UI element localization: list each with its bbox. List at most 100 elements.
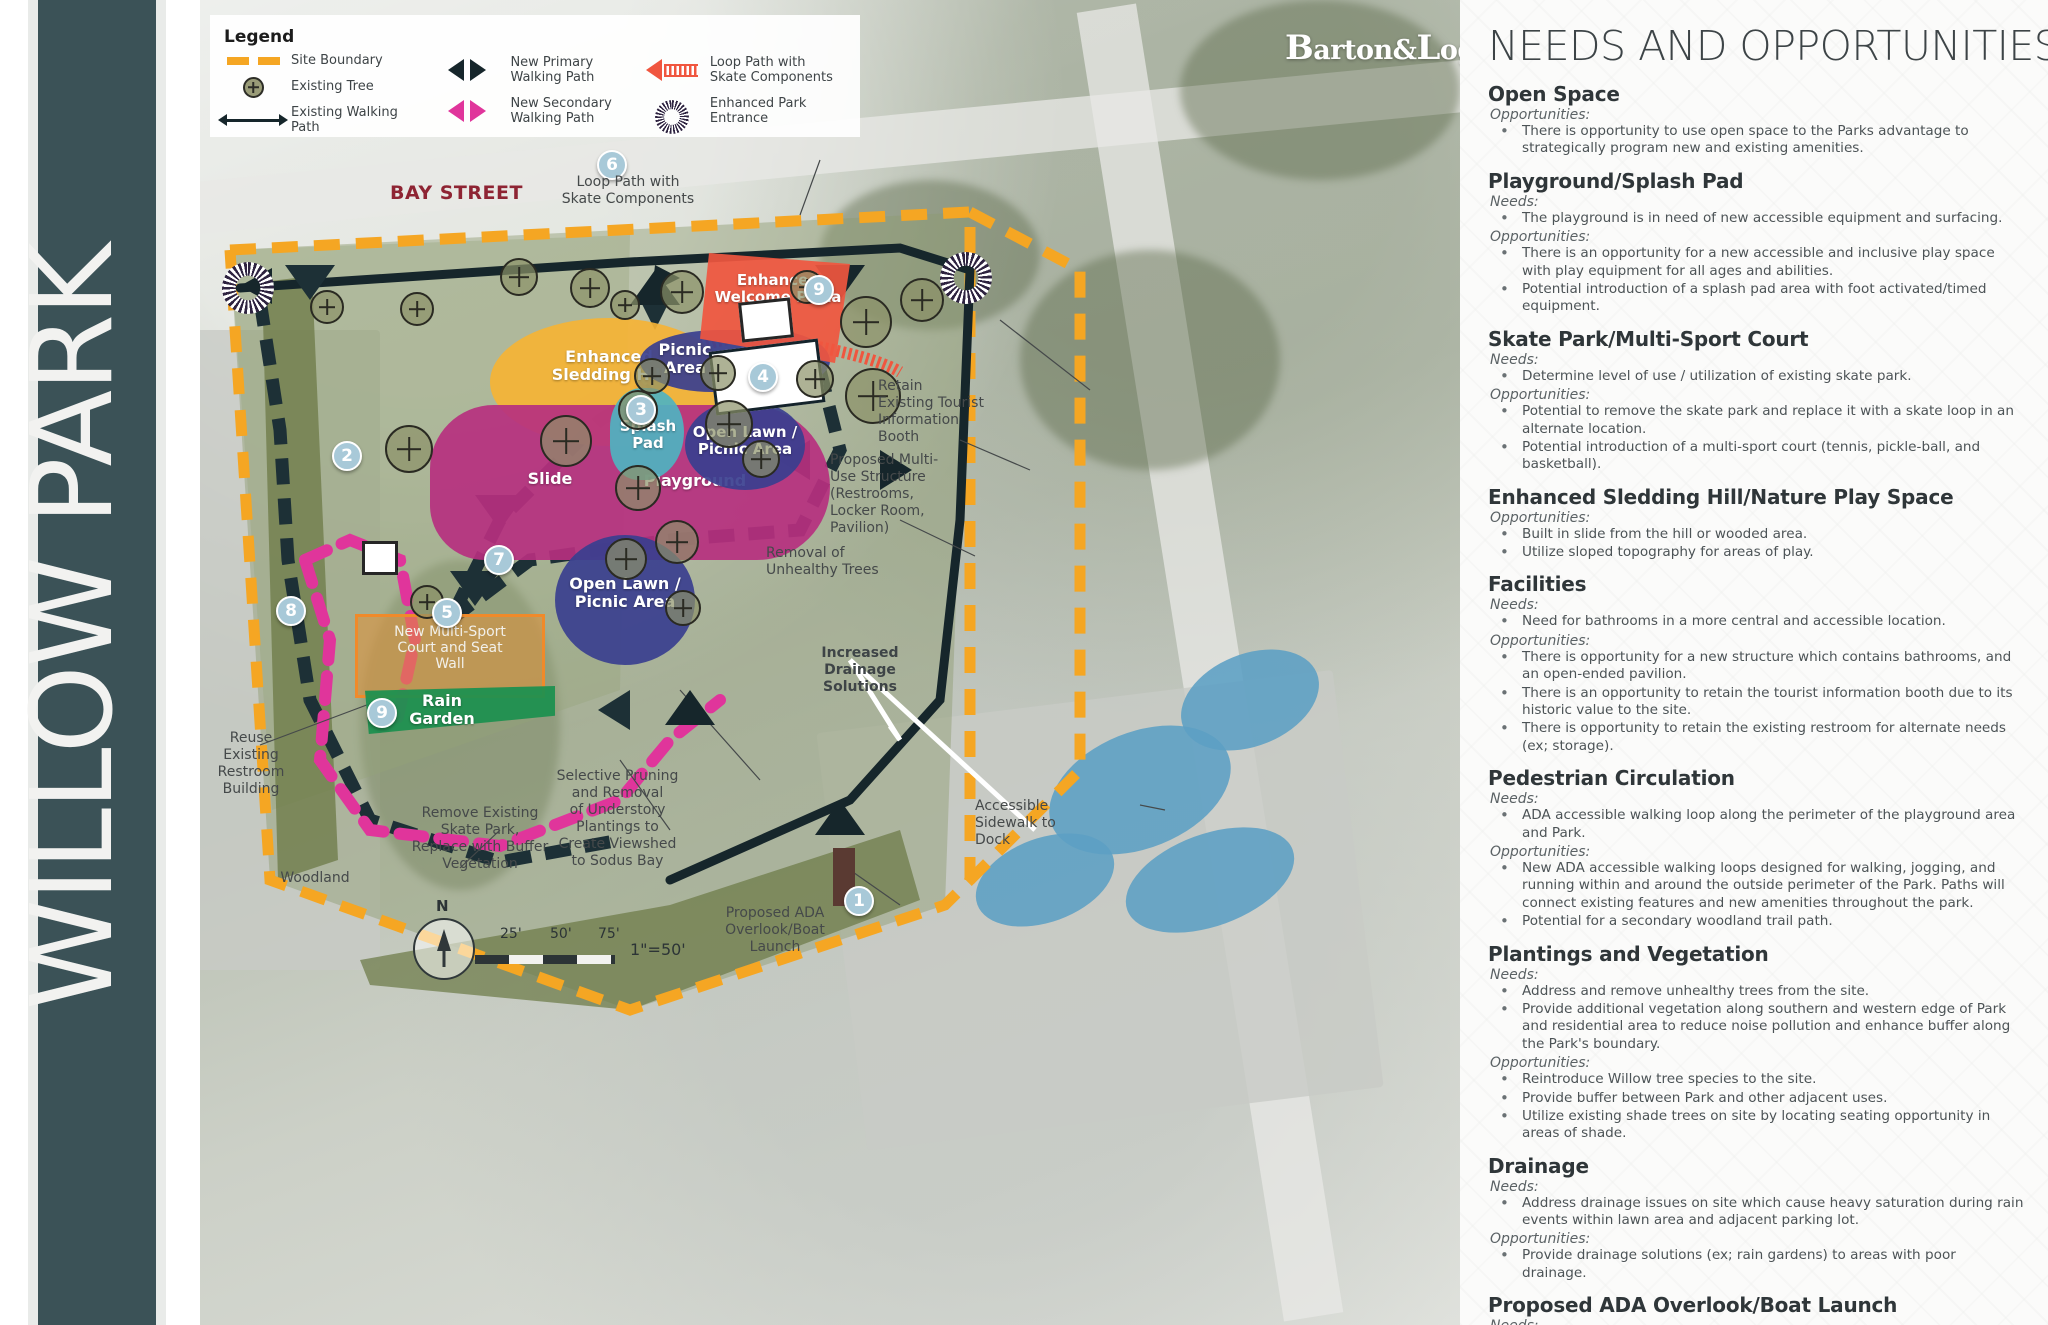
map-badge-8[interactable]: 8: [276, 596, 306, 626]
panel-bullet-item: New ADA accessible walking loops designe…: [1488, 859, 2024, 912]
callout-line-5: Pavilion): [830, 520, 890, 537]
map-badge-9-rain-garden[interactable]: 9: [367, 698, 397, 728]
panel-bullet-item: Potential for a secondary woodland trail…: [1488, 912, 2024, 932]
panel-group-kicker: Needs:: [1490, 791, 1539, 808]
secondary-arrow-icon: [433, 99, 501, 122]
label-rain-garden: Rain Garden: [392, 691, 492, 729]
panel-bullet-item: There is opportunity to retain the exist…: [1488, 719, 2024, 755]
callout-line-2: Existing: [223, 747, 279, 764]
map-badge-2[interactable]: 2: [332, 441, 362, 471]
legend-item-new-primary-path: New Primary Walking Path: [433, 55, 626, 86]
label-line-1: Picnic: [658, 340, 712, 359]
legend-label: Enhanced Park Entrance: [710, 96, 807, 127]
panel-bullet-list: ADA accessible walking loop along the pe…: [1488, 806, 2024, 842]
band-edge-left: [28, 0, 38, 1325]
panel-bullet-item: Built in slide from the hill or wooded a…: [1488, 525, 2024, 545]
panel-group-kicker: Opportunities:: [1490, 509, 1591, 526]
callout-line-2: and Removal: [571, 785, 664, 802]
callout-line-2: Skate Park,: [440, 822, 520, 839]
panel-bullet-list: Reintroduce Willow tree species to the s…: [1488, 1070, 2024, 1143]
map-badge-5[interactable]: 5: [432, 598, 462, 628]
map-badge-6[interactable]: 6: [597, 150, 627, 180]
panel-group-kicker: Opportunities:: [1490, 387, 1591, 404]
north-needle: [437, 929, 451, 951]
scale-tick-75: 75': [598, 926, 620, 942]
legend-column-2: New Primary Walking Path New Secondary W…: [433, 53, 626, 136]
legend-box: Legend Site Boundary Existing Tree Exist…: [210, 15, 860, 137]
label-slide: Slide: [527, 469, 573, 488]
legend-item-site-boundary: Site Boundary: [224, 53, 417, 69]
panel-bullet-list: There is opportunity to use open space t…: [1488, 122, 2024, 158]
callout-line-3: Launch: [749, 939, 801, 956]
selective-pruning-callout: Selective Pruning and Removal of Underst…: [530, 768, 705, 870]
panel-group-kicker: Opportunities:: [1490, 843, 1591, 860]
panel-bullet-item: Determine level of use / utilization of …: [1488, 367, 2024, 387]
map-badge-4[interactable]: 4: [748, 362, 778, 392]
existing-tree: [845, 368, 901, 424]
tourist-information-booth: [738, 297, 794, 343]
panel-bullet-item: Reintroduce Willow tree species to the s…: [1488, 1070, 2024, 1090]
panel-bullet-item: There is opportunity to use open space t…: [1488, 122, 2024, 158]
canopy-blob-2: [1020, 250, 1280, 470]
existing-tree: [610, 290, 640, 320]
area-multi-sport-court[interactable]: [355, 614, 545, 698]
map-badge-1[interactable]: 1: [844, 886, 874, 916]
panel-bullet-list: There is an opportunity for a new access…: [1488, 244, 2024, 316]
site-plan-map[interactable]: Enhanced Sledding Hill Picnic Area Playg…: [200, 0, 1460, 1325]
legend-label-line-2: Skate Components: [709, 70, 833, 86]
map-badge-9-plaza[interactable]: 9: [804, 275, 834, 305]
callout-line-3: Restroom: [217, 764, 285, 781]
existing-tree: [840, 296, 892, 348]
existing-tree: [570, 268, 610, 308]
park-entrance-icon-east: [940, 252, 992, 304]
north-arrow-icon: [413, 918, 475, 980]
panel-section-heading: Facilities: [1488, 572, 1587, 597]
legend-item-loop-skate-path: Loop Path with Skate Components: [643, 55, 846, 86]
callout-line-5: Create Viewshed: [558, 836, 677, 853]
panel-bullet-item: There is an opportunity to retain the to…: [1488, 684, 2024, 720]
existing-tree: [796, 360, 834, 398]
callout-line-3: Solutions: [823, 679, 897, 696]
north-label: N: [436, 897, 449, 915]
label-line-2: Garden: [409, 709, 475, 729]
callout-line-1: Loop Path with: [576, 174, 680, 190]
callout-line-2: Existing Tourist: [878, 395, 984, 412]
firm-logo-oguidice: oguidice: [1439, 35, 1460, 66]
callout-line-4: Locker Room,: [830, 503, 925, 520]
callout-line-3: of Understory: [569, 802, 666, 819]
panel-bullet-list: New ADA accessible walking loops designe…: [1488, 859, 2024, 932]
woodland-callout: Woodland: [280, 870, 350, 886]
dashed-line-swatch: [224, 53, 282, 69]
existing-tree: [385, 425, 433, 473]
label-line-1: New Multi-Sport: [394, 624, 506, 640]
primary-arrow-icon: [433, 59, 501, 82]
panel-bullet-list: Address and remove unhealthy trees from …: [1488, 982, 2024, 1054]
remove-skate-park-callout: Remove Existing Skate Park, Replace with…: [385, 805, 575, 873]
existing-tree: [665, 590, 701, 626]
legend-item-new-secondary-path: New Secondary Walking Path: [433, 96, 626, 127]
skate-loop-icon: [643, 59, 701, 82]
legend-column-1: Site Boundary Existing Tree Existing Wal…: [224, 53, 417, 136]
reuse-restroom-callout: Reuse Existing Restroom Building: [208, 730, 294, 798]
map-badge-3[interactable]: 3: [626, 395, 656, 425]
panel-bullet-list: Potential to remove the skate park and r…: [1488, 402, 2024, 474]
panel-title: NEEDS AND OPPORTUNITIES: [1488, 22, 2048, 70]
removal-unhealthy-trees-callout: Removal of Unhealthy Trees: [766, 545, 926, 579]
callout-line-4: Plantings to: [576, 819, 659, 836]
panel-group-kicker: Opportunities:: [1490, 632, 1591, 649]
existing-tree: [310, 290, 344, 324]
label-line-2: Picnic Area: [574, 592, 676, 612]
existing-tree: [742, 440, 780, 478]
panel-section-heading: Playground/Splash Pad: [1488, 168, 1744, 193]
label-line-2: Area: [664, 358, 706, 378]
panel-bullet-item: Provide drainage solutions (ex; rain gar…: [1488, 1246, 2024, 1282]
existing-tree: [540, 415, 592, 467]
scale-bar: [475, 955, 615, 964]
callout-line-3: (Restrooms,: [830, 486, 914, 503]
callout-line-3: Replace with Buffer: [411, 839, 549, 856]
map-badge-7[interactable]: 7: [484, 545, 514, 575]
callout-line-1: Accessible: [975, 798, 1049, 814]
retain-tourist-booth-callout: Retain Existing Tourist Information Boot…: [878, 378, 1028, 446]
